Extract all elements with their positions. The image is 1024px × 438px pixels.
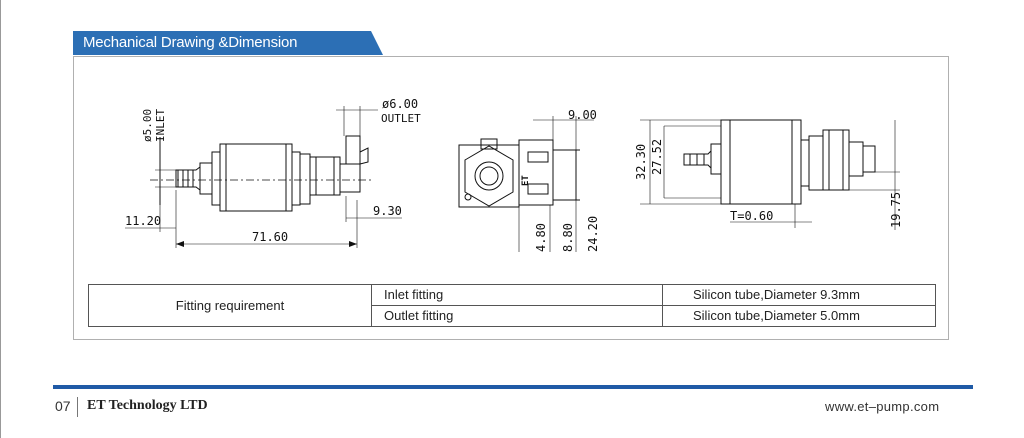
outlet-nozzle bbox=[345, 135, 361, 164]
fitting-name: Outlet fitting bbox=[371, 305, 663, 327]
fitting-name: Inlet fitting bbox=[371, 284, 663, 306]
inlet-diameter-label: ø5.00 bbox=[141, 109, 154, 142]
pump-body bbox=[219, 143, 293, 212]
end-view-body bbox=[458, 144, 520, 208]
dim-outlet-offset: 9.30 bbox=[373, 204, 402, 218]
end-view: ET 9.00 4.80 8.80 24.20 bbox=[458, 108, 600, 252]
table-row: Fitting requirement Inlet fitting Silico… bbox=[88, 284, 936, 327]
fitting-value: Silicon tube,Diameter 5.0mm bbox=[662, 305, 936, 327]
dim-total-length: 71.60 bbox=[252, 230, 288, 244]
footer-separator bbox=[77, 397, 78, 417]
page-number: 07 bbox=[55, 398, 71, 414]
dim-top-height-outer: 32.30 bbox=[634, 144, 648, 180]
dim-end-b: 8.80 bbox=[561, 223, 575, 252]
dim-inlet-offset: 11.20 bbox=[125, 214, 161, 228]
drawing-frame bbox=[73, 56, 949, 340]
outlet-diameter-label: ø6.00 bbox=[382, 97, 418, 111]
section-title: Mechanical Drawing &Dimension bbox=[83, 34, 298, 51]
dim-top-right: 19.75 bbox=[889, 192, 903, 228]
table-row: Outlet fitting Silicon tube,Diameter 5.0… bbox=[89, 305, 936, 327]
outlet-label: OUTLET bbox=[381, 112, 421, 125]
side-view: ø5.00 INLET ø6.00 OUTLET 11.20 71.60 9.3… bbox=[125, 97, 421, 248]
dim-top-height-inner: 27.52 bbox=[650, 139, 664, 175]
outlet-fitting bbox=[309, 156, 341, 196]
website-link[interactable]: www.et–pump.com bbox=[825, 399, 940, 414]
end-view-port bbox=[474, 161, 504, 191]
inlet-flange bbox=[199, 162, 213, 195]
page-edge-rule bbox=[0, 0, 1, 438]
dim-end-a: 4.80 bbox=[534, 223, 548, 252]
top-view: 32.30 27.52 T=0.60 19.75 bbox=[634, 119, 903, 230]
inlet-label: INLET bbox=[154, 109, 167, 142]
fitting-requirement-table: Fitting requirement Inlet fitting Silico… bbox=[88, 284, 936, 327]
dim-top-thickness: T=0.60 bbox=[730, 209, 773, 223]
top-view-body bbox=[720, 119, 802, 205]
company-name: ET Technology LTD bbox=[87, 398, 208, 413]
dim-end-c: 24.20 bbox=[586, 216, 600, 252]
end-view-marking: ET bbox=[521, 175, 531, 186]
fitting-requirement-label: Fitting requirement bbox=[88, 284, 372, 327]
section-header-tab: Mechanical Drawing &Dimension bbox=[73, 31, 383, 55]
dim-end-depth: 9.00 bbox=[568, 108, 597, 122]
footer-bar bbox=[53, 385, 973, 389]
fitting-value: Silicon tube,Diameter 9.3mm bbox=[662, 284, 936, 306]
